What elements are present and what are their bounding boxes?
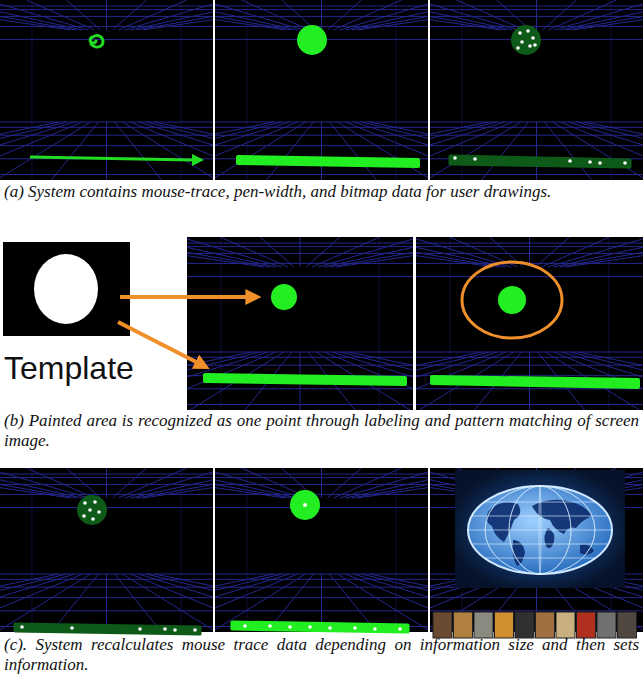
figure-caption: (c). System recalculates mouse trace dat… [4,635,639,675]
figure-caption: (a) System contains mouse-trace, pen-wid… [4,182,639,202]
panel-b-template [3,242,255,366]
panel-a-drawings [30,25,630,167]
screenshot-frame [215,468,428,632]
figure-caption: (b) Painted area is recognized as one po… [4,411,639,451]
screenshot-frame [215,0,428,180]
perspective-grid [0,0,643,632]
template-label: Template [4,350,134,386]
screenshot-frame [187,237,413,410]
screenshot-frame [416,237,643,410]
trace-points [20,29,627,632]
panel-c-drawings [15,470,637,638]
screenshot-frame [0,468,213,632]
screenshot-frame [0,0,213,180]
screenshot-frame [430,0,643,180]
panel-b-drawings [205,262,638,387]
screenshot-frame [430,468,643,632]
thumbnail-strip [433,612,637,638]
screenshot-frames [0,0,643,632]
